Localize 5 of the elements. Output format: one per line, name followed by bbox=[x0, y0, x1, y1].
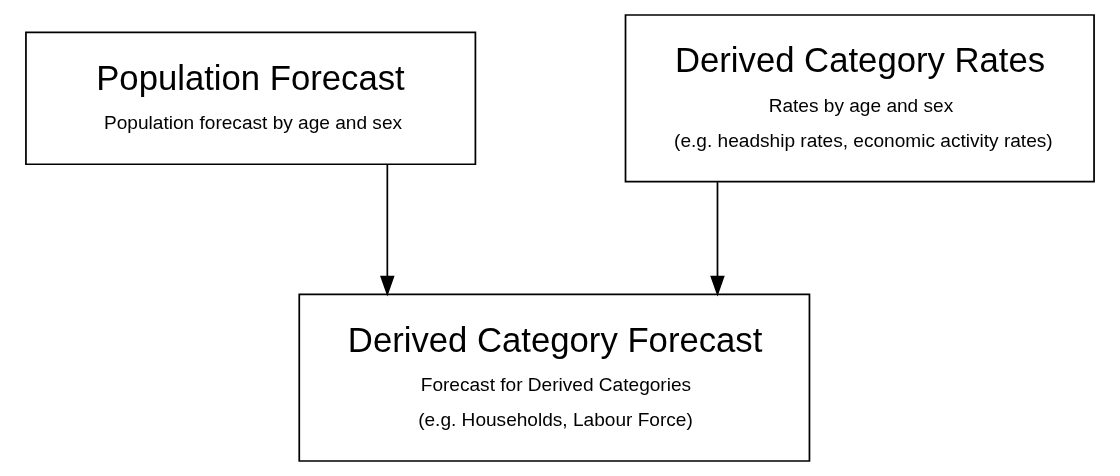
node-box: Population Forecast Population forecast by age and sex bbox=[25, 31, 477, 166]
node-box: Derived Category Forecast Forecast for Derived Categories (e.g. Households, Labour Force) bbox=[298, 293, 811, 462]
node-box: Derived Category Rates Rates by age and sex (e.g. headship rates, economic activity rates) bbox=[624, 14, 1095, 183]
arrow bbox=[710, 181, 725, 297]
arrow bbox=[380, 163, 395, 297]
